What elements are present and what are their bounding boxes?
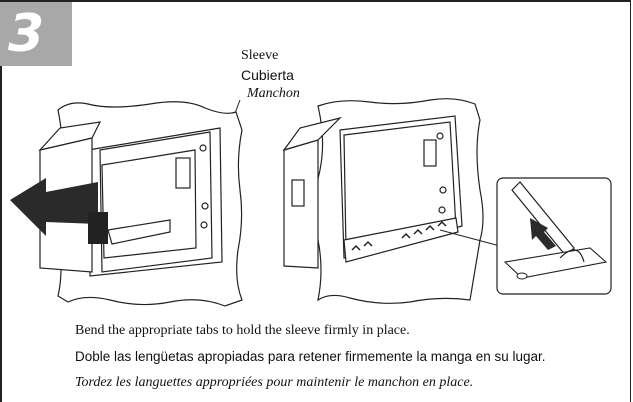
- pull-direction-arrow: [10, 178, 108, 244]
- sleeve-label-french: Manchon: [247, 86, 300, 101]
- detail-inset: [496, 177, 612, 295]
- instruction-english: Bend the appropriate tabs to hold the sl…: [75, 323, 410, 338]
- bendable-tabs: [351, 220, 447, 251]
- sleeve-label-english: Sleeve: [241, 48, 279, 63]
- mounting-sleeve-right: [282, 116, 459, 269]
- step-number: 3: [8, 4, 45, 64]
- instruction-french: Tordez les languettes appropriées pour m…: [75, 375, 474, 390]
- mounting-sleeve-left: [38, 121, 213, 273]
- step-number-box: 3: [0, 2, 72, 66]
- detail-leader-line: [439, 229, 501, 247]
- sleeve-label-spanish: Cubierta: [241, 67, 294, 83]
- instruction-spanish: Doble las lengüetas apropiadas para rete…: [75, 349, 546, 364]
